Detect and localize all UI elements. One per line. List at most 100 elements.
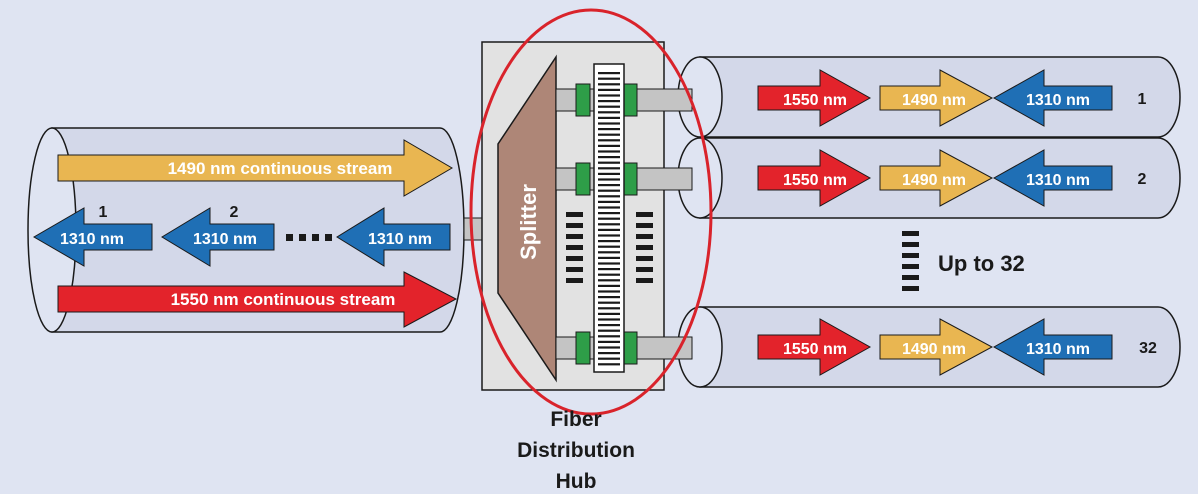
branch-arrow-1490-label: 1490 nm bbox=[902, 172, 966, 189]
splitter bbox=[497, 54, 557, 383]
patch-panel-rung bbox=[598, 122, 620, 125]
upstream-burst-label: 1310 nm bbox=[368, 231, 432, 248]
branch-index: 2 bbox=[1138, 171, 1147, 188]
port-dash bbox=[566, 234, 583, 239]
branch-2-signals: 1550 nm 1490 nm 1310 nm 2 bbox=[757, 149, 1147, 207]
port-dash bbox=[566, 267, 583, 272]
downstream-1550-arrow: 1550 nm continuous stream bbox=[57, 271, 458, 328]
patch-panel-rung bbox=[598, 352, 620, 355]
patch-panel-rung bbox=[598, 256, 620, 259]
continuation-dots bbox=[286, 234, 332, 241]
patch-panel-rung bbox=[598, 139, 620, 142]
splitter-label: Splitter bbox=[516, 184, 541, 260]
patch-panel-rung bbox=[598, 329, 620, 332]
hub-caption-line-3: Hub bbox=[556, 470, 597, 493]
patch-panel-rung bbox=[598, 156, 620, 159]
branch-arrow-1310-label: 1310 nm bbox=[1026, 341, 1090, 358]
feeder-stub bbox=[463, 217, 485, 241]
branch-1-signals: 1550 nm 1490 nm 1310 nm 1 bbox=[757, 69, 1147, 127]
patch-panel-rung bbox=[598, 178, 620, 181]
connector bbox=[622, 162, 638, 196]
patch-panel-rung bbox=[598, 273, 620, 276]
port-dash bbox=[566, 223, 583, 228]
branch-dash bbox=[902, 275, 919, 280]
upstream-burst-1: 1310 nm bbox=[33, 207, 153, 267]
hub-highlight-ellipse bbox=[469, 8, 713, 416]
patch-panel-rung bbox=[598, 312, 620, 315]
patch-panel-rung bbox=[598, 284, 620, 287]
patch-panel-rung bbox=[598, 128, 620, 131]
fiber-distribution-hub: Splitter bbox=[481, 41, 693, 391]
patch-panel-rung bbox=[598, 245, 620, 248]
patch-panel-rung bbox=[598, 161, 620, 164]
patch-panel-rung bbox=[598, 189, 620, 192]
patch-panel-rung bbox=[598, 100, 620, 103]
branch-arrow-1490-label: 1490 nm bbox=[902, 92, 966, 109]
patch-panel-rung bbox=[598, 262, 620, 265]
patch-panel-rung bbox=[598, 217, 620, 220]
upstream-burst-n: 1310 nm bbox=[336, 207, 451, 267]
more-ports-marker-right bbox=[636, 212, 653, 283]
patch-panel-rung bbox=[598, 83, 620, 86]
connector bbox=[575, 162, 591, 196]
patch-panel-rung bbox=[598, 357, 620, 360]
branch-32-signals: 1550 nm 1490 nm 1310 nm 32 bbox=[757, 318, 1157, 376]
branch-arrow-1310 bbox=[992, 69, 1113, 127]
connector bbox=[622, 331, 638, 365]
connector bbox=[575, 331, 591, 365]
upstream-index-2: 2 bbox=[230, 204, 239, 221]
upstream-index-1: 1 bbox=[99, 204, 108, 221]
branch-arrow-1310 bbox=[992, 149, 1113, 207]
port-dash bbox=[636, 245, 653, 250]
branch-index: 32 bbox=[1139, 340, 1157, 357]
branch-arrow-1310-label: 1310 nm bbox=[1026, 172, 1090, 189]
patch-panel-rung bbox=[598, 346, 620, 349]
patch-panel-rung bbox=[598, 206, 620, 209]
patch-panel-rung bbox=[598, 144, 620, 147]
port-dash bbox=[636, 267, 653, 272]
patch-panel-rung bbox=[598, 318, 620, 321]
patch-panel-rung bbox=[598, 200, 620, 203]
patch-panel-rung bbox=[598, 296, 620, 299]
downstream-1490-arrow: 1490 nm continuous stream bbox=[57, 139, 453, 197]
branch-dash bbox=[902, 286, 919, 291]
patch-panel-rung bbox=[598, 335, 620, 338]
branch-dash bbox=[902, 231, 919, 236]
patch-panel-rungs bbox=[598, 72, 620, 366]
patch-panel-rung bbox=[598, 268, 620, 271]
patch-panel-rung bbox=[598, 251, 620, 254]
patch-panel-rung bbox=[598, 307, 620, 310]
hub-caption-line-1: Fiber bbox=[550, 408, 601, 431]
upstream-burst-label: 1310 nm bbox=[60, 231, 124, 248]
branch-arrow-1490 bbox=[879, 318, 994, 376]
patch-panel-rung bbox=[598, 150, 620, 153]
branch-arrow-1550 bbox=[757, 318, 872, 376]
connector bbox=[622, 83, 638, 117]
patch-panel-rung bbox=[598, 223, 620, 226]
port-dash bbox=[566, 256, 583, 261]
port-dash bbox=[636, 212, 653, 217]
patch-panel-rung bbox=[598, 116, 620, 119]
branch-dash bbox=[902, 264, 919, 269]
downstream-1490-label: 1490 nm continuous stream bbox=[168, 159, 393, 178]
branch-arrow-1310-label: 1310 nm bbox=[1026, 92, 1090, 109]
patch-panel-rung bbox=[598, 88, 620, 91]
patch-panel-rung bbox=[598, 290, 620, 293]
patch-panel-rung bbox=[598, 234, 620, 237]
patch-panel-rung bbox=[598, 340, 620, 343]
more-ports-marker-left bbox=[566, 212, 583, 283]
branch-arrow-1490-label: 1490 nm bbox=[902, 341, 966, 358]
patch-panel-rung bbox=[598, 184, 620, 187]
branch-arrow-1310 bbox=[992, 318, 1113, 376]
patch-panel-rung bbox=[598, 94, 620, 97]
patch-panel-rung bbox=[598, 363, 620, 366]
patch-panel-rung bbox=[598, 133, 620, 136]
patch-panel-rung bbox=[598, 77, 620, 80]
port-dash bbox=[566, 278, 583, 283]
port-dash bbox=[636, 278, 653, 283]
patch-panel-rung bbox=[598, 240, 620, 243]
branch-arrow-1550 bbox=[757, 149, 872, 207]
branch-index: 1 bbox=[1138, 91, 1147, 108]
up-to-32-label: Up to 32 bbox=[938, 251, 1025, 276]
